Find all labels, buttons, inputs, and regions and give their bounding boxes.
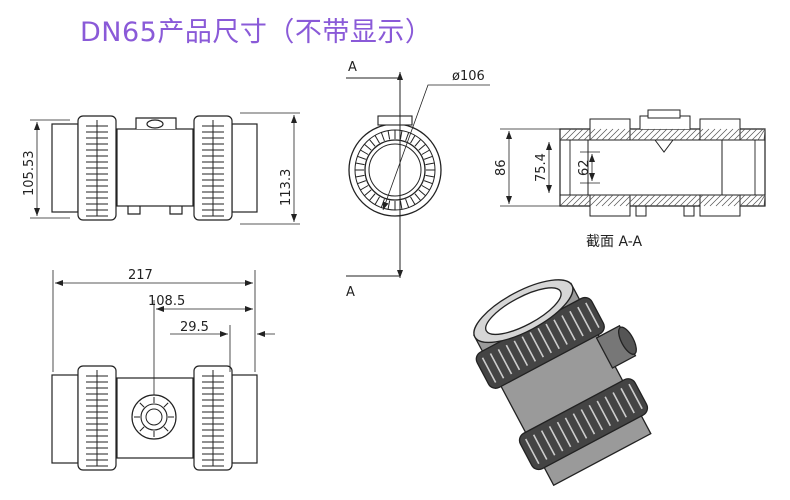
dim-diameter: ø106 <box>452 69 485 84</box>
top-view <box>51 270 275 471</box>
section-caption: 截面 A-A <box>586 234 642 250</box>
side-view <box>346 72 490 278</box>
dim-right-height: 113.3 <box>279 169 294 206</box>
dim-mid: 75.4 <box>534 153 549 182</box>
section-mark-bottom: A <box>346 285 355 300</box>
isometric-view <box>473 279 652 487</box>
front-view <box>30 112 300 225</box>
section-view <box>500 109 766 217</box>
page-title: DN65产品尺寸（不带显示） <box>80 17 433 48</box>
dim-half: 108.5 <box>148 294 185 309</box>
dim-length: 217 <box>128 268 153 283</box>
dim-overall-height: 105.53 <box>22 151 37 197</box>
dim-offset: 29.5 <box>180 320 209 335</box>
dim-outer: 86 <box>494 159 509 176</box>
section-mark-top: A <box>348 60 357 75</box>
dim-inner: 62 <box>577 159 592 176</box>
